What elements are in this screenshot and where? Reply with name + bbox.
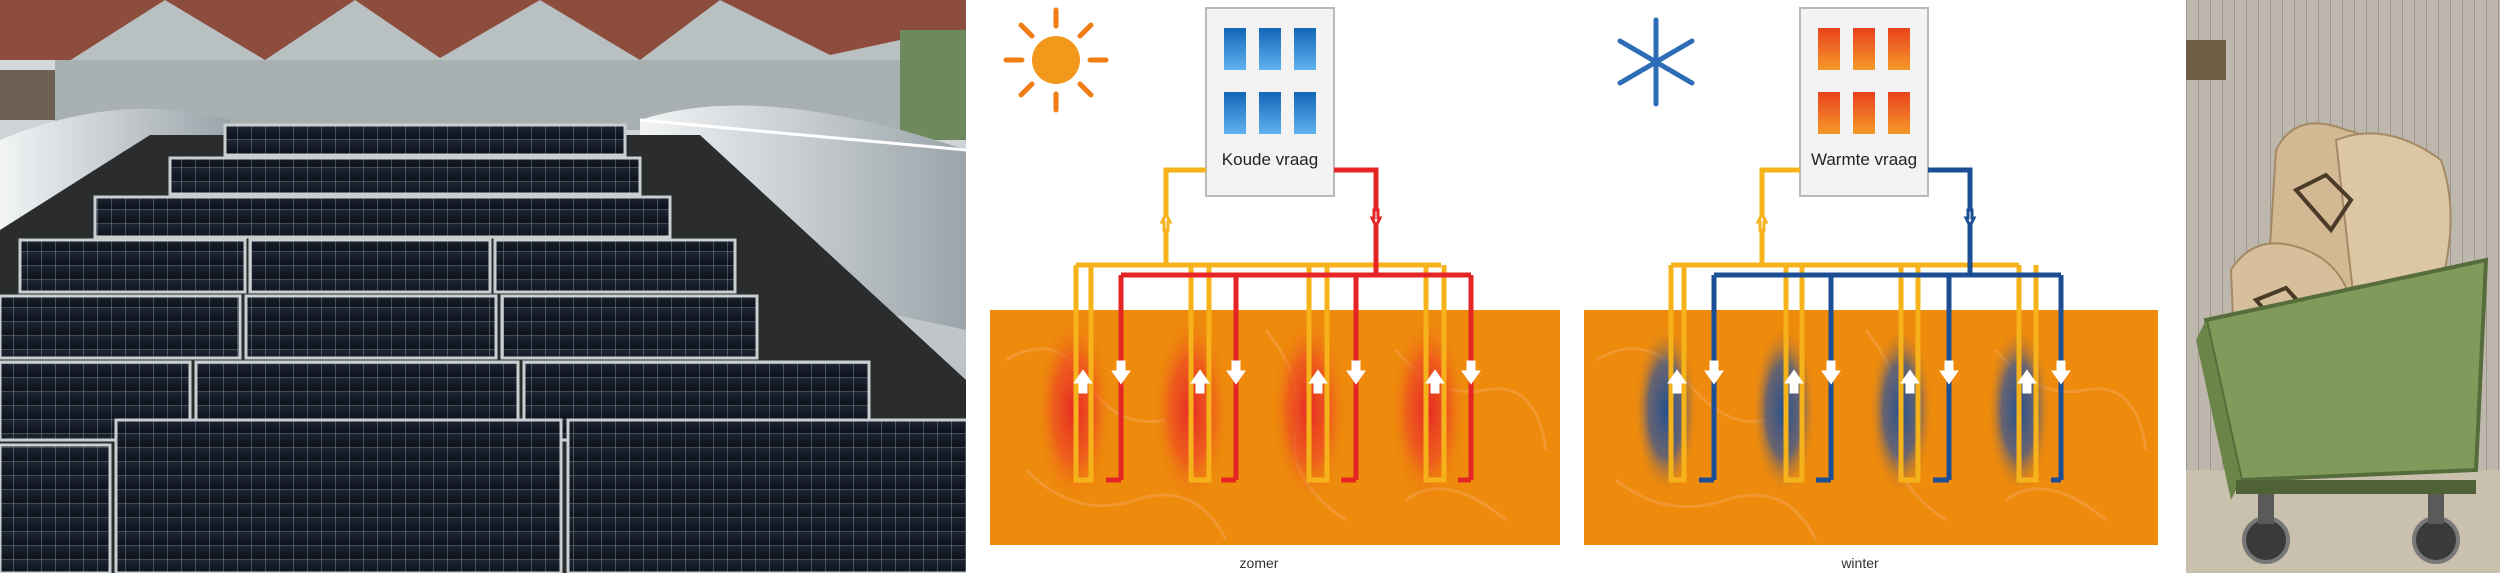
winter-scheme: Warmte vraag: [1584, 7, 2158, 545]
return-pipes-summer: [1106, 167, 1474, 483]
caption-summer: zomer: [1239, 555, 1279, 571]
sun-icon: [1003, 7, 1109, 113]
sacks-cart-photo: [2186, 0, 2500, 573]
flow-arrows-summer: [1073, 208, 1481, 394]
building-heating: Warmte vraag: [1799, 7, 1929, 197]
snowflake-icon: [1617, 17, 1695, 107]
caption-winter: winter: [1841, 555, 1879, 571]
solar-roof-photo: [0, 0, 966, 573]
flow-arrows-winter: [1667, 208, 2071, 394]
supply-pipes-summer: [1073, 167, 1447, 483]
seasonal-storage-diagram: Koude vraag: [966, 0, 2186, 573]
green-cart: [2196, 257, 2489, 564]
building-label-summer: Koude vraag: [1222, 150, 1318, 169]
building-cooling: Koude vraag: [1205, 7, 1335, 197]
building-label-winter: Warmte vraag: [1811, 150, 1917, 169]
summer-scheme: Koude vraag: [990, 7, 1560, 545]
supply-pipes-winter: [1668, 167, 2039, 483]
